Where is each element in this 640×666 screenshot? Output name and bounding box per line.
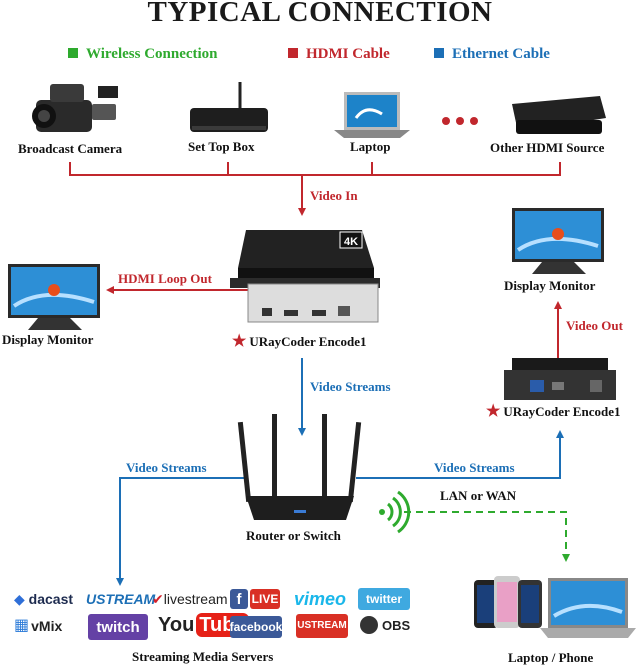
- source-label-laptop: Laptop: [350, 139, 391, 154]
- facebook-f-icon: f: [230, 589, 248, 609]
- legend-hdmi-label: HDMI Cable: [306, 46, 390, 62]
- twitter-logo: twitter: [358, 588, 410, 610]
- video-streams-right-wire: [356, 430, 564, 479]
- hdmi-loop-out-label: HDMI Loop Out: [118, 271, 212, 286]
- video-streams-left-wire: [116, 477, 248, 586]
- display-monitor-left-icon: [8, 264, 100, 330]
- set-top-box-icon: [190, 82, 268, 132]
- video-streams-right-label: Video Streams: [434, 460, 515, 475]
- streaming-servers-label: Streaming Media Servers: [132, 649, 274, 664]
- hdmi-source-bus: [69, 162, 561, 216]
- facebook-logo: facebook: [230, 616, 282, 638]
- encoder-4k-badge: 4K: [344, 236, 358, 248]
- livestream-logo: ✔livestream: [152, 592, 228, 606]
- dacast-logo-text: dacast: [28, 591, 74, 607]
- encoder-decoder-label: ★URayCoder Encode1: [486, 401, 620, 421]
- legend-ethernet-label: Ethernet Cable: [452, 46, 550, 62]
- vmix-logo: ▦vMix: [14, 618, 62, 634]
- ustream-logo: USTREAM: [86, 591, 156, 607]
- video-streams-down-label: Video Streams: [310, 379, 391, 394]
- router-label: Router or Switch: [246, 528, 341, 543]
- laptop-phone-label: Laptop / Phone: [508, 650, 594, 665]
- twitch-logo: twitch: [88, 614, 148, 640]
- wireless-wire: [404, 511, 570, 562]
- facebook-live-text: LIVE: [250, 589, 280, 609]
- encoder-decoder-icon: [504, 358, 616, 400]
- encoder-main-label-text: URayCoder Encode1: [249, 334, 367, 349]
- livestream-icon: ✔: [152, 591, 164, 607]
- livestream-logo-text: livestream: [163, 591, 228, 607]
- router-icon: [237, 414, 362, 520]
- obs-icon: [360, 616, 378, 634]
- facebook-live-logo: f LIVE: [230, 589, 280, 609]
- youtube-you-text: You: [158, 614, 195, 636]
- source-label-settop: Set Top Box: [188, 139, 255, 154]
- vimeo-logo: vimeo: [294, 589, 347, 609]
- dacast-logo: ◆ dacast: [14, 592, 73, 606]
- vmix-icon: ▦: [14, 617, 30, 634]
- laptop-icon: [334, 92, 410, 138]
- encoder-decoder-label-text: URayCoder Encode1: [503, 404, 621, 419]
- source-label-camera: Broadcast Camera: [18, 141, 123, 156]
- page-title: TYPICAL CONNECTION: [147, 0, 493, 28]
- wifi-icon: [379, 490, 411, 534]
- display-monitor-right-icon: [512, 208, 604, 274]
- legend-wireless-swatch: [68, 48, 78, 58]
- encoder-main-label: ★URayCoder Encode1: [232, 331, 366, 351]
- star-icon: ★: [232, 333, 247, 350]
- encoder-main-icon: [230, 230, 380, 323]
- display-monitor-right-label: Display Monitor: [504, 278, 596, 293]
- obs-logo-text: OBS: [382, 617, 411, 633]
- video-out-label: Video Out: [566, 318, 623, 333]
- video-in-label: Video In: [310, 188, 358, 203]
- display-monitor-left-label: Display Monitor: [2, 332, 94, 347]
- video-streams-left-label: Video Streams: [126, 460, 207, 475]
- legend-ethernet: Ethernet Cable: [434, 46, 550, 63]
- obs-logo: OBS: [360, 616, 410, 634]
- legend-hdmi-swatch: [288, 48, 298, 58]
- legend-wireless-label: Wireless Connection: [86, 46, 218, 62]
- star-icon: ★: [486, 403, 501, 420]
- laptop-phone-icon: [474, 576, 636, 638]
- broadcast-camera-icon: [32, 84, 118, 132]
- other-hdmi-source-icon: [512, 96, 606, 134]
- source-label-other: Other HDMI Source: [490, 140, 605, 155]
- vmix-logo-text: vMix: [31, 618, 63, 634]
- lan-wan-label: LAN or WAN: [440, 488, 517, 503]
- legend-ethernet-swatch: [434, 48, 444, 58]
- legend-wireless: Wireless Connection: [68, 46, 218, 63]
- legend-hdmi: HDMI Cable: [288, 46, 390, 63]
- more-sources-dots: [442, 117, 478, 125]
- dacast-icon: ◆: [14, 591, 25, 607]
- ustream-box-logo: USTREAM: [296, 614, 348, 638]
